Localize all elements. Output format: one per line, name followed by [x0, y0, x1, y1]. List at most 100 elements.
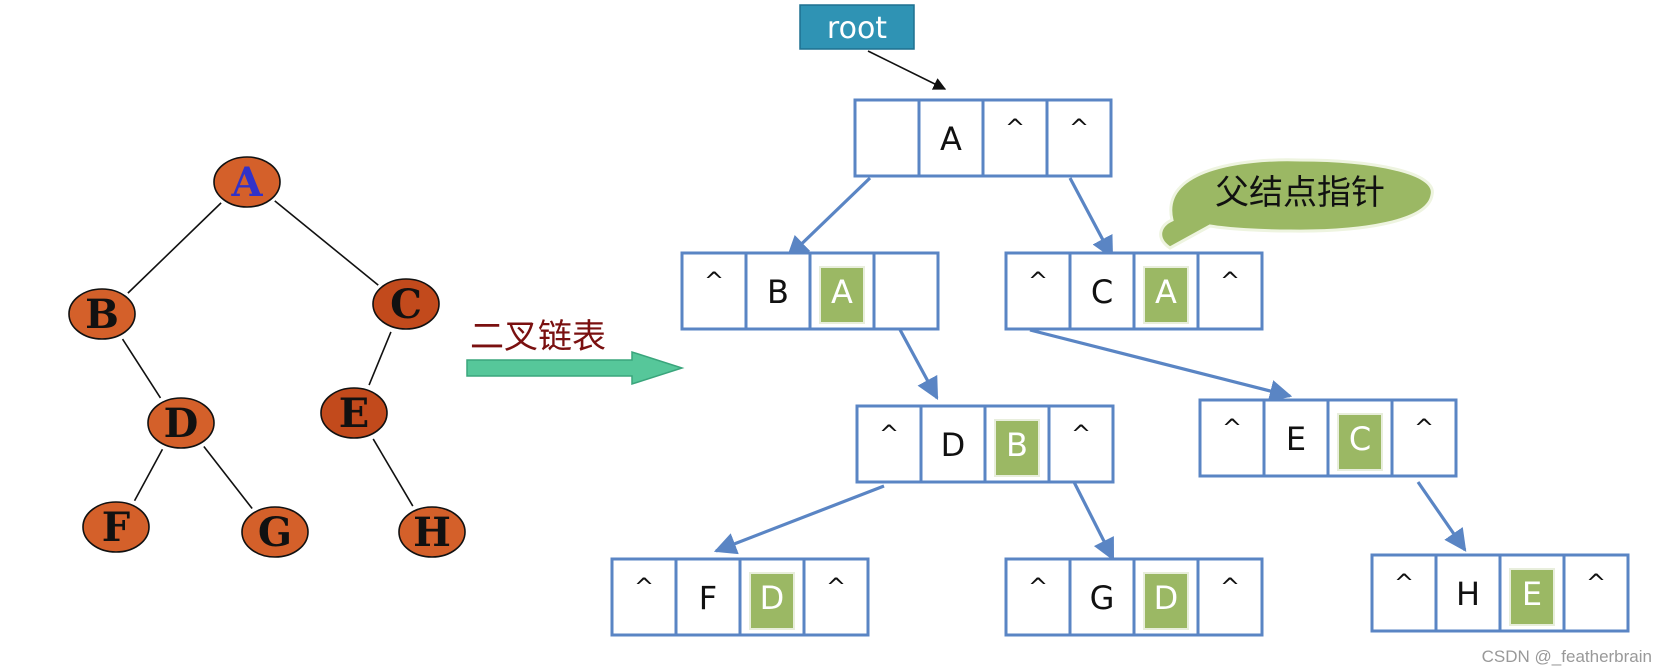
root-label-box	[799, 4, 915, 50]
callout-bubble	[1159, 158, 1434, 250]
node-data-value: H	[1456, 575, 1480, 613]
tree-node-shape	[320, 387, 388, 439]
tree-edge-d-f	[133, 448, 164, 502]
null-pointer-symbol: ^	[1394, 569, 1414, 597]
tree-node-label: B	[85, 291, 119, 338]
tree-edge-c-e	[368, 331, 392, 386]
null-pointer-symbol: ^	[879, 420, 899, 448]
pointer-arrows	[713, 176, 1467, 561]
linked-node-cell	[802, 557, 870, 637]
parent-cell-highlight	[994, 419, 1040, 477]
linked-node-h: ^ H E ^	[1370, 553, 1630, 633]
linked-node-f: ^ F D ^	[610, 557, 870, 637]
linked-node-cell	[917, 98, 985, 178]
root-label: root	[827, 11, 887, 46]
tree-node-a: A	[213, 156, 281, 208]
tree-edge-e-h	[372, 438, 414, 507]
linked-node-cell	[872, 251, 940, 331]
linked-node-cell	[1068, 557, 1136, 637]
tree-node-label: E	[339, 390, 370, 437]
tree-node-g: G	[241, 506, 309, 558]
parent-pointer-value: C	[1349, 420, 1371, 458]
linked-node-cell	[1196, 251, 1264, 331]
tree-node-label: G	[258, 509, 292, 556]
linked-node-a: A ^ ^	[853, 98, 1113, 178]
root-arrow	[867, 50, 947, 90]
linked-node-cell	[1562, 553, 1630, 633]
null-pointer-symbol: ^	[1071, 420, 1091, 448]
linked-node-cell	[674, 557, 742, 637]
linked-node-cell	[1047, 404, 1115, 484]
null-pointer-symbol: ^	[1220, 267, 1240, 295]
parent-pointer-callout: 父结点指针	[1159, 158, 1434, 250]
null-pointer-symbol: ^	[704, 267, 724, 295]
tree-node-h: H	[398, 506, 466, 558]
tree-edge-b-d	[121, 338, 162, 399]
null-pointer-symbol: ^	[826, 573, 846, 601]
parent-cell-highlight	[819, 266, 865, 324]
transform-indicator: 二叉链表	[466, 317, 685, 386]
node-data-value: F	[699, 579, 717, 617]
tree-node-label: F	[102, 504, 130, 551]
pointer-arrow-e-right-to-h	[1416, 481, 1467, 552]
tree-node-shape	[213, 156, 281, 208]
parent-pointer-value: D	[1154, 579, 1179, 617]
transform-label: 二叉链表	[470, 317, 606, 357]
tree-node-shape	[372, 278, 440, 330]
node-data-value: D	[941, 426, 966, 464]
tree-edges	[121, 200, 414, 510]
watermark: CSDN @_featherbrain	[1482, 647, 1652, 666]
node-data-value: B	[767, 273, 789, 311]
parent-pointer-value: A	[1155, 273, 1177, 311]
node-data-value: A	[940, 120, 962, 158]
pointer-arrow-d-left-to-f	[713, 484, 885, 555]
parent-cell-highlight	[1337, 413, 1383, 471]
tree-node-label: C	[390, 281, 422, 328]
linked-node-e: ^ E C ^	[1198, 398, 1458, 478]
big-right-arrow	[466, 350, 685, 386]
parent-cell-highlight	[1143, 266, 1189, 324]
tree-node-f: F	[82, 501, 150, 553]
tree-edge-a-b	[127, 202, 222, 294]
tree-node-label: H	[413, 509, 451, 556]
null-pointer-symbol: ^	[1005, 114, 1025, 142]
null-pointer-symbol: ^	[634, 573, 654, 601]
linked-node-d: ^ D B ^	[855, 404, 1115, 484]
parent-cell-highlight	[1509, 568, 1555, 626]
tree-node-shape	[241, 506, 309, 558]
tree-node-b: B	[68, 288, 136, 340]
null-pointer-symbol: ^	[1028, 267, 1048, 295]
linked-node-cell	[1068, 251, 1136, 331]
pointer-arrow-a-left-to-b	[786, 176, 872, 259]
null-pointer-symbol: ^	[1414, 414, 1434, 442]
callout-label: 父结点指针	[1215, 173, 1385, 213]
parent-cell-highlight	[749, 572, 795, 630]
null-pointer-symbol: ^	[1028, 573, 1048, 601]
linked-node-cell	[1045, 98, 1113, 178]
tree-edge-d-g	[203, 445, 253, 510]
tree-edge-a-c	[274, 200, 379, 286]
null-pointer-symbol: ^	[1069, 114, 1089, 142]
pointer-arrow-c-left-to-e	[1029, 328, 1293, 402]
null-pointer-symbol: ^	[1586, 569, 1606, 597]
linked-node-cell	[610, 557, 678, 637]
tree-node-shape	[398, 506, 466, 558]
node-data-value: G	[1090, 579, 1115, 617]
pointer-arrow-d-right-to-g	[1072, 481, 1115, 561]
linked-node-cell	[855, 404, 923, 484]
parent-pointer-value: B	[1006, 426, 1028, 464]
tree-node-shape	[82, 501, 150, 553]
parent-pointer-value: D	[760, 579, 785, 617]
linked-node-cell	[744, 251, 812, 331]
node-data-value: E	[1286, 420, 1306, 458]
null-pointer-symbol: ^	[1222, 414, 1242, 442]
parent-cell-highlight	[1143, 572, 1189, 630]
tree-node-c: C	[372, 278, 440, 330]
root-pointer: root	[799, 4, 947, 90]
parent-pointer-value: E	[1522, 575, 1542, 613]
